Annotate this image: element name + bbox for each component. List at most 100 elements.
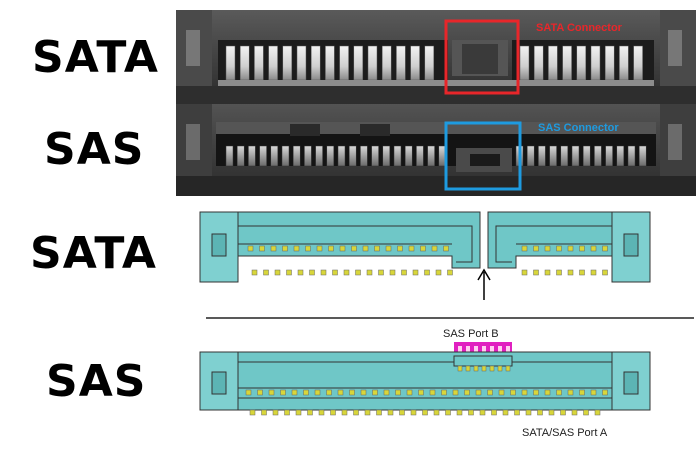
connector-pin xyxy=(594,145,602,167)
connector-pin xyxy=(410,45,420,81)
connector-pin xyxy=(292,145,301,167)
connector-pin xyxy=(343,269,350,276)
connector-pin xyxy=(362,245,369,252)
connector-pin xyxy=(422,409,428,416)
connector-pin xyxy=(339,45,349,81)
connector-pin xyxy=(366,269,373,276)
connector-pin xyxy=(341,409,348,416)
connector-pin xyxy=(468,409,474,416)
connector-pin xyxy=(433,409,440,416)
connector-pin xyxy=(270,145,279,167)
connector-pin xyxy=(548,45,558,81)
connector-pin xyxy=(263,269,269,276)
connector-pin xyxy=(254,45,264,81)
connector-pin xyxy=(457,365,463,372)
connector-pin xyxy=(605,145,613,167)
connector-pin xyxy=(604,45,615,81)
sas-connector-annotation: SAS Connector xyxy=(538,122,619,134)
connector-pin xyxy=(320,269,327,276)
connector-pin xyxy=(257,389,263,396)
connector-pin xyxy=(556,389,562,396)
connector-pin xyxy=(314,389,321,396)
connector-pin xyxy=(452,389,459,396)
connector-pin xyxy=(383,389,390,396)
connector-pin xyxy=(445,409,451,416)
connector-pin xyxy=(498,346,502,356)
connector-pin xyxy=(378,269,384,276)
connector-pin xyxy=(556,269,562,276)
connector-pin xyxy=(475,389,482,396)
connector-pin xyxy=(560,145,569,167)
connector-pin xyxy=(408,245,415,252)
connector-pin xyxy=(510,389,516,396)
connector-pin xyxy=(259,145,267,167)
connector-pin xyxy=(251,269,258,276)
connector-pin xyxy=(305,245,311,252)
connector-pin xyxy=(590,245,597,252)
connector-pin xyxy=(282,45,293,81)
connector-pin xyxy=(560,409,566,416)
connector-pin xyxy=(272,409,279,416)
connector-pin xyxy=(590,269,597,276)
connector-pin xyxy=(355,269,361,276)
connector-pin xyxy=(309,269,315,276)
connector-pin xyxy=(410,409,417,416)
connector-pin xyxy=(456,409,463,416)
connector-pin xyxy=(293,245,300,252)
connector-pin xyxy=(505,365,511,372)
connector-pin xyxy=(602,389,608,396)
connector-pin xyxy=(579,389,585,396)
connector-pin xyxy=(328,245,334,252)
connector-pin xyxy=(521,245,528,252)
connector-pin xyxy=(602,269,608,276)
connector-pin xyxy=(544,269,551,276)
connector-pin xyxy=(533,269,539,276)
connector-pin xyxy=(481,365,487,372)
sata-photo-label: SATA xyxy=(32,32,159,83)
connector-pin xyxy=(567,245,574,252)
connector-pin xyxy=(619,45,629,81)
connector-pin xyxy=(349,389,355,396)
connector-pin xyxy=(268,45,278,81)
connector-pin xyxy=(533,389,539,396)
connector-pin xyxy=(465,365,471,372)
connector-pin xyxy=(395,389,401,396)
connector-pin xyxy=(337,389,344,396)
connector-pin xyxy=(351,245,357,252)
connector-pin xyxy=(389,269,396,276)
connector-pin xyxy=(268,389,275,396)
connector-pin xyxy=(562,45,572,81)
connector-pin xyxy=(441,389,447,396)
connector-pin xyxy=(280,389,286,396)
connector-pin xyxy=(307,409,313,416)
connector-pin xyxy=(497,365,503,372)
connector-pin xyxy=(315,145,323,167)
connector-pin xyxy=(297,269,304,276)
connector-pin xyxy=(270,245,277,252)
connector-pin xyxy=(491,409,497,416)
connector-pin xyxy=(316,245,323,252)
connector-pin xyxy=(490,346,494,356)
connector-pin xyxy=(431,245,438,252)
connector-pin xyxy=(458,346,462,356)
key-arrow-icon xyxy=(477,268,491,300)
sas-port-a-label: SATA/SAS Port A xyxy=(522,427,608,439)
connector-pin xyxy=(284,409,290,416)
sas-photo-label: SAS xyxy=(44,124,145,175)
connector-pin xyxy=(424,45,435,81)
connector-pin xyxy=(393,145,402,167)
connector-pin xyxy=(248,145,256,167)
connector-pin xyxy=(385,245,392,252)
connector-pin xyxy=(473,365,479,372)
connector-pin xyxy=(638,145,647,167)
connector-pin xyxy=(489,365,495,372)
connector-pin xyxy=(397,245,403,252)
connector-pin xyxy=(466,346,470,356)
connector-pin xyxy=(247,245,254,252)
connector-pin xyxy=(594,409,601,416)
connector-pin xyxy=(506,346,510,356)
sata-connector-diagram xyxy=(199,211,651,283)
connector-pin xyxy=(537,409,543,416)
connector-pin xyxy=(412,269,419,276)
connector-pin xyxy=(353,409,359,416)
